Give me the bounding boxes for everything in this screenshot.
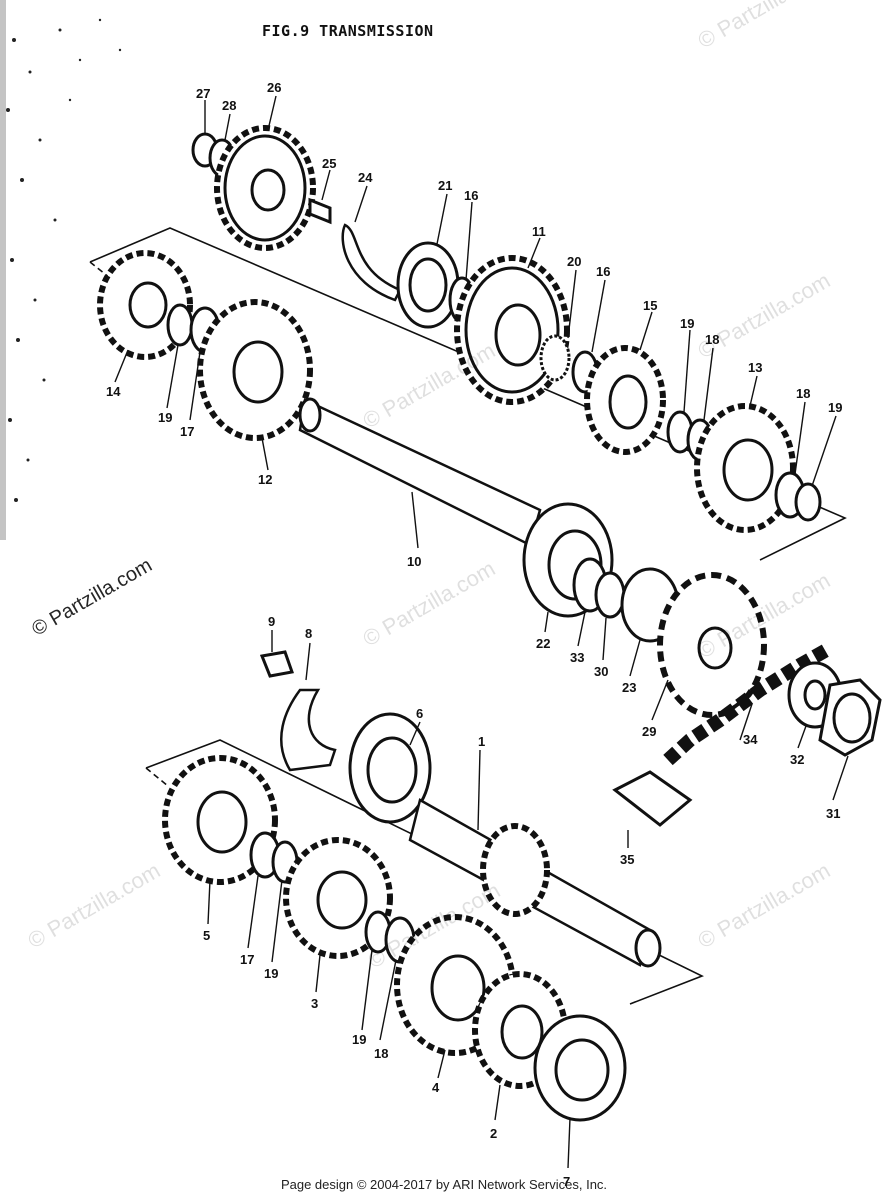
callout-28: 28 (222, 98, 236, 113)
page-footer: Page design © 2004-2017 by ARI Network S… (280, 1177, 608, 1192)
callout-1: 1 (478, 734, 485, 749)
callout-5: 5 (203, 928, 210, 943)
callout-33: 33 (570, 650, 584, 665)
callout-20: 20 (567, 254, 581, 269)
bolt-9 (259, 650, 294, 678)
needle-bearing-20 (539, 334, 571, 382)
callout-7: 7 (563, 1174, 570, 1189)
chain-34 (663, 641, 834, 766)
callout-26: 26 (267, 80, 281, 95)
callout-23: 23 (622, 680, 636, 695)
callout-11: 11 (532, 224, 546, 239)
stopper-24 (341, 223, 402, 302)
callout-13: 13 (748, 360, 762, 375)
callout-leaders (114, 95, 849, 1169)
callout-19a: 19 (680, 316, 694, 331)
callout-24: 24 (358, 170, 373, 185)
callout-15: 15 (643, 298, 657, 313)
circlip-19c (166, 303, 194, 347)
callout-35: 35 (620, 852, 634, 867)
scan-noise (0, 0, 122, 540)
callout-34: 34 (743, 732, 758, 747)
callout-31: 31 (826, 806, 840, 821)
figure-title: FIG.9 TRANSMISSION (262, 22, 434, 40)
callout-14: 14 (106, 384, 121, 399)
callout-labels: 27 28 26 25 24 21 16 11 20 16 15 19 18 1… (106, 80, 842, 1189)
callout-18c: 18 (374, 1046, 388, 1061)
callout-32: 32 (790, 752, 804, 767)
callout-9: 9 (268, 614, 275, 629)
callout-16a: 16 (464, 188, 478, 203)
callout-18b: 18 (796, 386, 810, 401)
callout-19e: 19 (352, 1032, 366, 1047)
callout-18a: 18 (705, 332, 719, 347)
callout-17b: 17 (240, 952, 254, 967)
callout-3: 3 (311, 996, 318, 1011)
mainshaft-parts (162, 650, 662, 1122)
callout-30: 30 (594, 664, 608, 679)
callout-4: 4 (432, 1080, 440, 1095)
callout-19c: 19 (158, 410, 172, 425)
spacer-30 (594, 571, 626, 619)
callout-17a: 17 (180, 424, 194, 439)
stopper-8 (280, 688, 337, 772)
countershaft-parts (97, 125, 882, 827)
callout-16b: 16 (596, 264, 610, 279)
callout-6: 6 (416, 706, 423, 721)
callout-27: 27 (196, 86, 210, 101)
callout-22: 22 (536, 636, 550, 651)
circlip-19b (794, 482, 822, 522)
pin-25 (308, 197, 332, 225)
callout-19b: 19 (828, 400, 842, 415)
callout-2: 2 (490, 1126, 497, 1141)
callout-8: 8 (305, 626, 312, 641)
callout-12: 12 (258, 472, 272, 487)
callout-29: 29 (642, 724, 656, 739)
callout-19d: 19 (264, 966, 278, 981)
countershaft-10 (298, 398, 542, 547)
callout-25: 25 (322, 156, 336, 171)
callout-21: 21 (438, 178, 452, 193)
chain-joint-35 (612, 770, 693, 827)
callout-10: 10 (407, 554, 421, 569)
